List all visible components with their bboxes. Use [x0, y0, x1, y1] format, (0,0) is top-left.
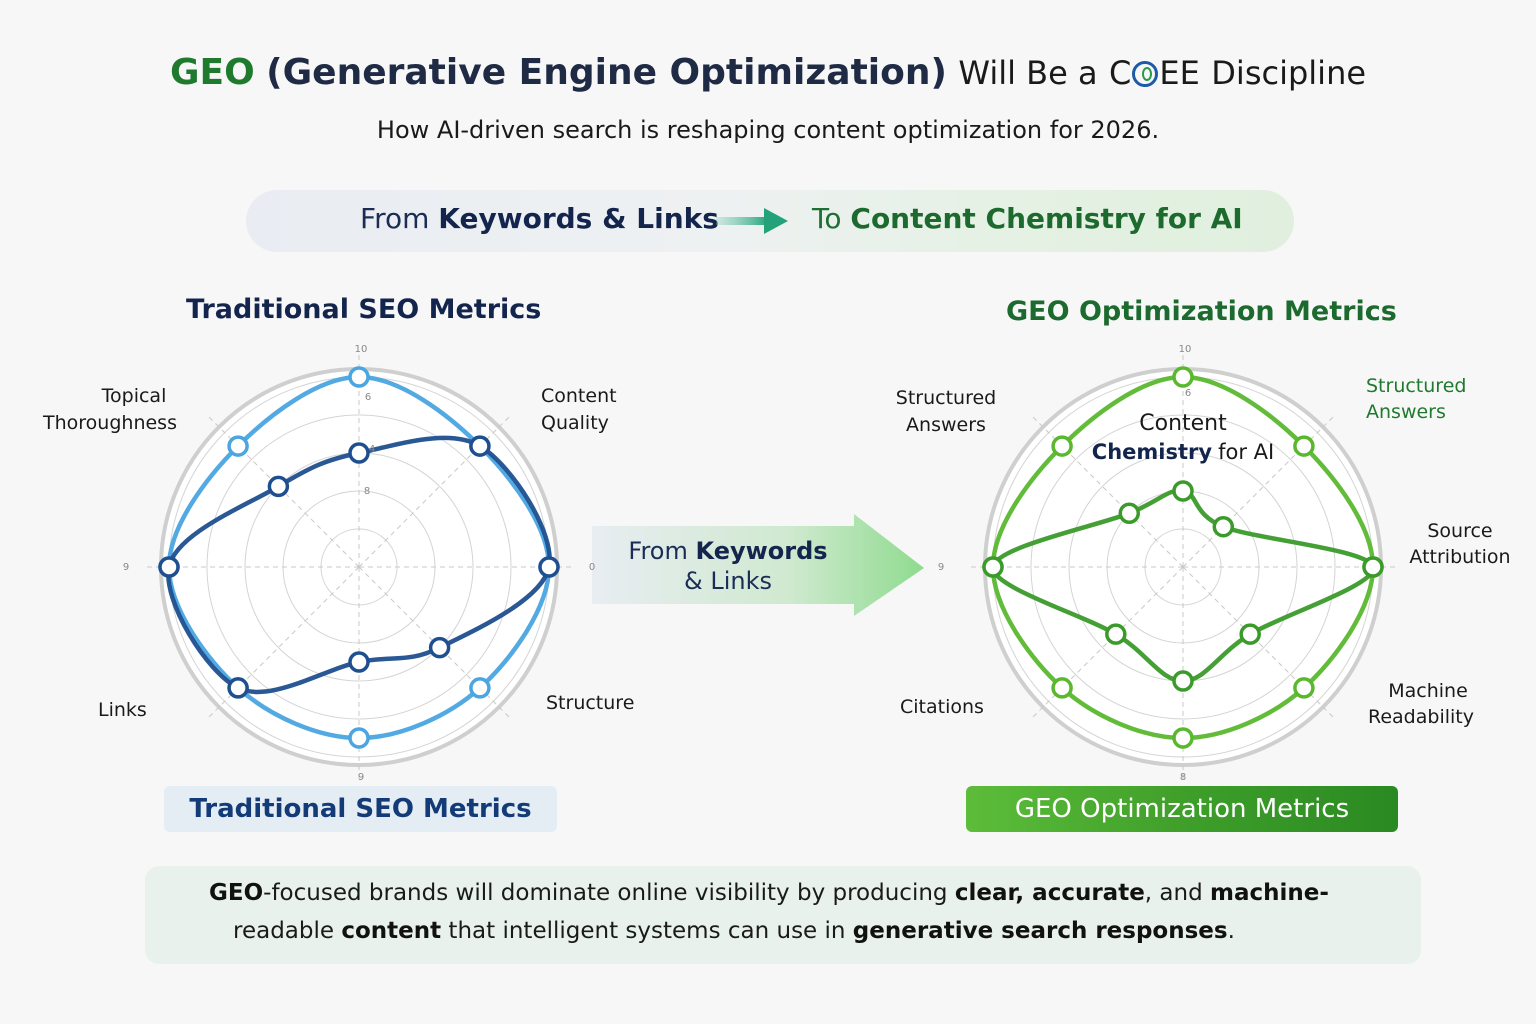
banner-to: To Content Chemistry for AI	[812, 202, 1243, 235]
seo-tick-left: 9	[123, 562, 129, 573]
seo-radar-grid	[143, 351, 575, 783]
seo-radar-series	[158, 366, 560, 749]
banner-from-bold: Keywords & Links	[438, 202, 719, 235]
seo-axis-label-topical: Topical	[101, 385, 167, 407]
seo-axis-label-structure: Structure	[546, 692, 634, 714]
geo-series-1-point-1	[1212, 515, 1235, 538]
geo-series-0-point-5	[1051, 677, 1073, 699]
geo-axis-label-source-2: Attribution	[1409, 546, 1510, 568]
geo-axis-label-structured-right-2: Answers	[1366, 401, 1446, 423]
seo-axis-label-topical-2: Thoroughness	[42, 412, 177, 434]
geo-series-1-point-0	[1172, 480, 1194, 502]
transition-banner: From Keywords & Links To Content Chemist…	[246, 190, 1294, 252]
title-core-c: C	[1109, 54, 1132, 92]
seo-tick-right: 0	[589, 562, 595, 573]
seo-series-0-point-7	[227, 435, 249, 457]
middle-arrow-prefix: From	[628, 537, 688, 565]
geo-center-label-bold: Chemistry	[1092, 440, 1213, 464]
geo-tick-bottom: 8	[1180, 772, 1186, 783]
geo-tick-left: 9	[938, 562, 944, 573]
geo-series-0-point-4	[1172, 727, 1194, 749]
summary-line-1: GEO-focused brands will dominate online …	[209, 880, 1329, 906]
seo-series-1-point-3	[428, 636, 451, 659]
seo-footer-label: Traditional SEO Metrics	[164, 786, 557, 832]
seo-series-1-point-1	[469, 435, 491, 457]
seo-chart-title: Traditional SEO Metrics	[186, 294, 542, 325]
geo-series-1-point-5	[1105, 623, 1127, 645]
seo-tick-inner2: 4	[369, 444, 375, 455]
seo-series-1-point-2	[538, 556, 560, 578]
seo-series-1-point-6	[158, 556, 180, 578]
seo-series-1-point-7	[267, 475, 290, 498]
title-discipline: Discipline	[1211, 54, 1367, 92]
geo-ring-1	[1030, 414, 1336, 720]
geo-axis-label-structured-left-2: Answers	[906, 414, 986, 436]
seo-series-1-point-4	[348, 651, 370, 673]
summary-box: GEO-focused brands will dominate online …	[145, 866, 1421, 964]
geo-series-1-point-4	[1172, 670, 1194, 692]
title-core-re: EE	[1159, 54, 1200, 92]
geo-series-1-point-3	[1239, 623, 1261, 645]
title-expansion: (Generative Engine Optimization)	[266, 52, 947, 93]
geo-series-1-point-7	[1118, 502, 1141, 525]
seo-axis-label-content: Content	[541, 385, 617, 407]
seo-tick-bottom: 9	[358, 772, 364, 783]
summary-line-2: readable content that intelligent system…	[233, 918, 1235, 944]
seo-series-0-point-0	[348, 366, 370, 388]
banner-arrow-icon	[716, 208, 788, 234]
geo-axis-label-citations: Citations	[900, 696, 984, 718]
banner-to-prefix: To	[812, 202, 842, 235]
title-will-be-a: Will Be a	[958, 54, 1098, 92]
seo-series-0-point-4	[348, 727, 370, 749]
geo-axis-label-machine: Machine	[1388, 680, 1468, 702]
title-geo: GEO	[169, 52, 255, 93]
seo-tick-inner1: 6	[365, 392, 371, 403]
geo-axis-label-machine-2: Readability	[1368, 706, 1474, 728]
geo-axis-label-structured-right: Structured	[1366, 375, 1466, 397]
page-subtitle: How AI-driven search is reshaping conten…	[376, 116, 1160, 144]
seo-axis-label-links: Links	[98, 699, 147, 721]
geo-chart-title: GEO Optimization Metrics	[1006, 296, 1397, 327]
middle-arrow-label: From Keywords & Links	[590, 536, 866, 596]
seo-series-1-point-5	[227, 677, 249, 699]
seo-axis-content-l2: Quality	[541, 412, 609, 434]
seo-axis-content-l1: Content	[541, 385, 617, 407]
middle-arrow-bold: Keywords	[695, 537, 828, 565]
geo-series-0-point-3	[1293, 677, 1315, 699]
geo-tick-inner1: 6	[1185, 388, 1191, 399]
seo-tick-top: 10	[355, 344, 368, 355]
seo-series-1-point-0	[348, 442, 370, 464]
seo-axis-topical-l2: Thoroughness	[42, 412, 177, 434]
core-logo-icon	[1132, 61, 1159, 87]
geo-axis-label-source: Source	[1427, 520, 1492, 542]
geo-footer-label: GEO Optimization Metrics	[966, 786, 1398, 832]
banner-to-bold: Content Chemistry for AI	[850, 202, 1243, 235]
geo-series-1-point-2	[1362, 556, 1384, 578]
page-title: GEO (Generative Engine Optimization) Wil…	[0, 52, 1536, 93]
geo-series-1-point-6	[982, 556, 1004, 578]
seo-axis-topical-l1: Topical	[101, 385, 167, 407]
geo-center-label-l1: Content	[1139, 411, 1227, 436]
geo-series-0-point-1	[1293, 435, 1315, 457]
geo-radar-series	[982, 366, 1384, 749]
middle-arrow-line2: & Links	[684, 567, 772, 595]
banner-from-prefix: From	[360, 202, 430, 235]
seo-axis-label-content-2: Quality	[541, 412, 609, 434]
seo-series-0-point-3	[469, 677, 491, 699]
middle-arrow-icon	[592, 514, 924, 616]
seo-tick-mid: 8	[364, 486, 370, 497]
geo-axis-label-structured-left: Structured	[896, 387, 996, 409]
geo-series-0-point-7	[1051, 435, 1073, 457]
banner-from: From Keywords & Links	[360, 202, 719, 235]
geo-series-0-point-0	[1172, 366, 1194, 388]
geo-center-label-rest: for AI	[1218, 440, 1274, 464]
seo-ring-1	[206, 414, 512, 720]
geo-tick-top: 10	[1179, 344, 1192, 355]
